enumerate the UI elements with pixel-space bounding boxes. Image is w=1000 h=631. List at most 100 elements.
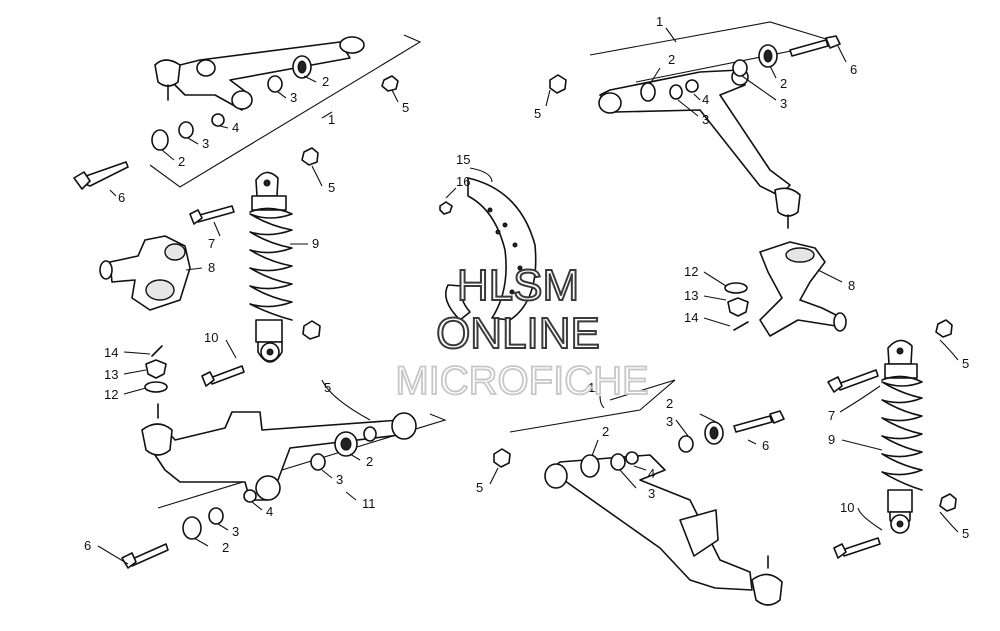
- bolt-shock-right-bottom: [841, 537, 881, 557]
- callout-3: 3: [780, 96, 787, 111]
- washer-left-12: [144, 381, 168, 393]
- callout-15: 15: [456, 152, 470, 167]
- ball-joint-lower-left: [141, 423, 173, 456]
- callout-6: 6: [118, 190, 125, 205]
- callout-6: 6: [762, 438, 769, 453]
- bushing-upper-right-1: [669, 84, 683, 100]
- callout-2: 2: [666, 396, 673, 411]
- callout-13: 13: [684, 288, 698, 303]
- callout-10: 10: [840, 500, 854, 515]
- callout-10: 10: [204, 330, 218, 345]
- castle-nut-left: [145, 359, 167, 379]
- right-spindle-group: [724, 241, 847, 337]
- callout-8: 8: [848, 278, 855, 293]
- nut-shock-left-bottom: [302, 320, 321, 340]
- upper-right-a-arm-group: [549, 21, 841, 229]
- ball-joint-upper-left: [154, 59, 181, 87]
- bearing-lower-right: [625, 451, 639, 465]
- callout-6: 6: [850, 62, 857, 77]
- callout-7: 7: [208, 236, 215, 251]
- watermark-line-2: ONLINE: [436, 309, 600, 358]
- callout-2: 2: [668, 52, 675, 67]
- left-spindle-group: [99, 205, 235, 311]
- brake-disc: [439, 177, 537, 321]
- callout-5: 5: [962, 356, 969, 371]
- callout-2: 2: [780, 76, 787, 91]
- callout-3: 3: [648, 486, 655, 501]
- bushing-upper-left-2: [178, 121, 194, 139]
- right-shock-absorber: [827, 319, 957, 559]
- bolt-lower-right: [733, 415, 773, 433]
- callout-3: 3: [336, 472, 343, 487]
- callout-6: 6: [84, 538, 91, 553]
- bolt-shock-right-top: [837, 369, 879, 391]
- callout-11-lower-left: 11: [362, 496, 376, 511]
- watermark-line-3: MICROFICHE: [395, 359, 648, 403]
- washer-upper-right-1: [640, 82, 656, 102]
- callout-1-upper-left: 1: [328, 112, 335, 127]
- coil-spring-left: [249, 207, 293, 321]
- bushing-lower-right-1: [610, 453, 626, 471]
- callout-3: 3: [666, 414, 673, 429]
- cotter-pin-left: [151, 345, 163, 357]
- bolt-spindle-left: [195, 205, 235, 223]
- callout-16: 16: [456, 174, 470, 189]
- coil-spring-right: [881, 375, 923, 491]
- nut-shock-left-top: [301, 147, 319, 166]
- callout-14: 14: [104, 345, 118, 360]
- bolt-shock-left-bottom: [209, 365, 245, 385]
- bushing-lower-left-2: [310, 453, 326, 471]
- castle-nut-right: [727, 297, 749, 317]
- callout-1-upper-right: 1: [656, 14, 663, 29]
- callout-8: 8: [208, 260, 215, 275]
- washer-lower-right: [580, 454, 600, 478]
- callout-12: 12: [104, 387, 118, 402]
- callout-5: 5: [328, 180, 335, 195]
- nut-shock-right-top: [935, 319, 953, 338]
- bushing-upper-left-1: [267, 75, 283, 93]
- callout-9: 9: [312, 236, 319, 251]
- washer-upper-left-2: [151, 129, 169, 151]
- callout-4: 4: [266, 504, 273, 519]
- callout-5: 5: [402, 100, 409, 115]
- callout-3: 3: [232, 524, 239, 539]
- callout-2: 2: [322, 74, 329, 89]
- bearing-lower-left-2: [243, 489, 257, 503]
- leader-lines: [97, 27, 959, 565]
- disc-bolt: [439, 201, 453, 215]
- lower-left-a-arm-group: [121, 403, 447, 569]
- callout-3: 3: [290, 90, 297, 105]
- nut-upper-right: [549, 74, 567, 94]
- nut-lower-right: [493, 448, 511, 468]
- callout-7: 7: [828, 408, 835, 423]
- upper-left-a-arm-group: [73, 34, 422, 190]
- callout-14: 14: [684, 310, 698, 325]
- ball-joint-upper-right: [774, 187, 801, 217]
- bushing-lower-left-1: [363, 426, 377, 442]
- callout-2: 2: [366, 454, 373, 469]
- callout-11-lower-right: 11: [588, 380, 602, 395]
- lower-right-a-arm-group: [493, 379, 785, 606]
- watermark-line-1: HLSM: [457, 261, 579, 310]
- callout-5: 5: [476, 480, 483, 495]
- callout-12: 12: [684, 264, 698, 279]
- left-shock-absorber: [201, 147, 321, 387]
- callout-3: 3: [202, 136, 209, 151]
- washer-lower-left: [182, 516, 202, 540]
- bearing-upper-left: [211, 113, 225, 127]
- bushing-upper-right-2: [732, 59, 748, 77]
- callout-2: 2: [178, 154, 185, 169]
- callout-9: 9: [828, 432, 835, 447]
- callout-5: 5: [962, 526, 969, 541]
- bushing-lower-right-2: [678, 435, 694, 453]
- nut-shock-right-bottom: [939, 493, 957, 512]
- callout-labels: 1 2 3 4 2 3 3 5 6 5 7 8 9 10 14 13 12 5 …: [84, 14, 969, 555]
- watermark: HLSM ONLINE MICROFICHE: [394, 260, 649, 404]
- callout-4: 4: [648, 466, 655, 481]
- callout-5: 5: [324, 380, 331, 395]
- bearing-upper-right: [685, 79, 699, 93]
- bushing-lower-left-3: [208, 507, 224, 525]
- left-castle-nut-hardware: [144, 345, 168, 393]
- callout-2: 2: [602, 424, 609, 439]
